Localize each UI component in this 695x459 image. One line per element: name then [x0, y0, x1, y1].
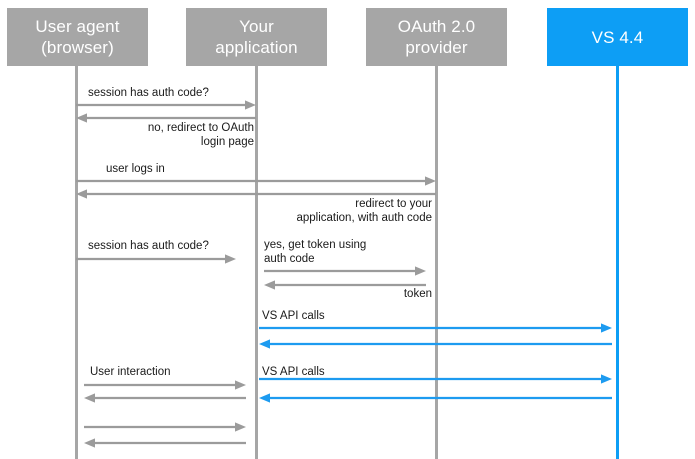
message-label-m4: redirect to your application, with auth … [296, 198, 432, 224]
lifeline-your-app [255, 66, 258, 459]
message-arrow-m5 [76, 253, 236, 265]
message-arrow-m3 [76, 175, 436, 187]
message-label-m2: no, redirect to OAuth login page [147, 122, 254, 148]
message-arrow-m12 [84, 392, 246, 404]
lifeline-oauth-provider [435, 66, 438, 459]
message-arrow-m8 [259, 322, 612, 334]
actor-label: Your application [215, 17, 298, 57]
message-label-m11: VS API calls [262, 366, 325, 378]
actor-box-your-app[interactable]: Your application [186, 8, 327, 66]
message-arrow-m4 [76, 188, 436, 200]
message-label-m1: session has auth code? [88, 87, 209, 99]
message-label-m6: yes, get token using auth code [264, 239, 367, 265]
message-arrow-m7 [264, 279, 426, 291]
actor-label: VS 4.4 [591, 27, 644, 47]
message-label-m3: user logs in [106, 163, 165, 175]
message-arrow-m10 [84, 379, 246, 391]
message-label-m8: VS API calls [262, 310, 325, 322]
actor-box-user-agent[interactable]: User agent (browser) [7, 8, 148, 66]
actor-box-oauth-provider[interactable]: OAuth 2.0 provider [366, 8, 507, 66]
message-arrow-m15 [84, 437, 246, 449]
message-label-m5: session has auth code? [88, 240, 209, 252]
actor-label: OAuth 2.0 provider [397, 17, 476, 57]
message-arrow-m13 [259, 392, 612, 404]
message-arrow-m14 [84, 421, 246, 433]
message-arrow-m11 [259, 373, 612, 385]
actor-label: User agent (browser) [35, 17, 120, 57]
lifeline-vs-server [616, 66, 619, 459]
message-label-m7: token [403, 288, 432, 300]
message-arrow-m1 [76, 99, 256, 111]
message-arrow-m6 [264, 265, 426, 277]
lifeline-user-agent [75, 66, 78, 459]
message-label-m10: User interaction [90, 366, 171, 378]
message-arrow-m2 [76, 112, 256, 124]
actor-box-vs-server[interactable]: VS 4.4 [547, 8, 688, 66]
message-arrow-m9 [259, 338, 612, 350]
